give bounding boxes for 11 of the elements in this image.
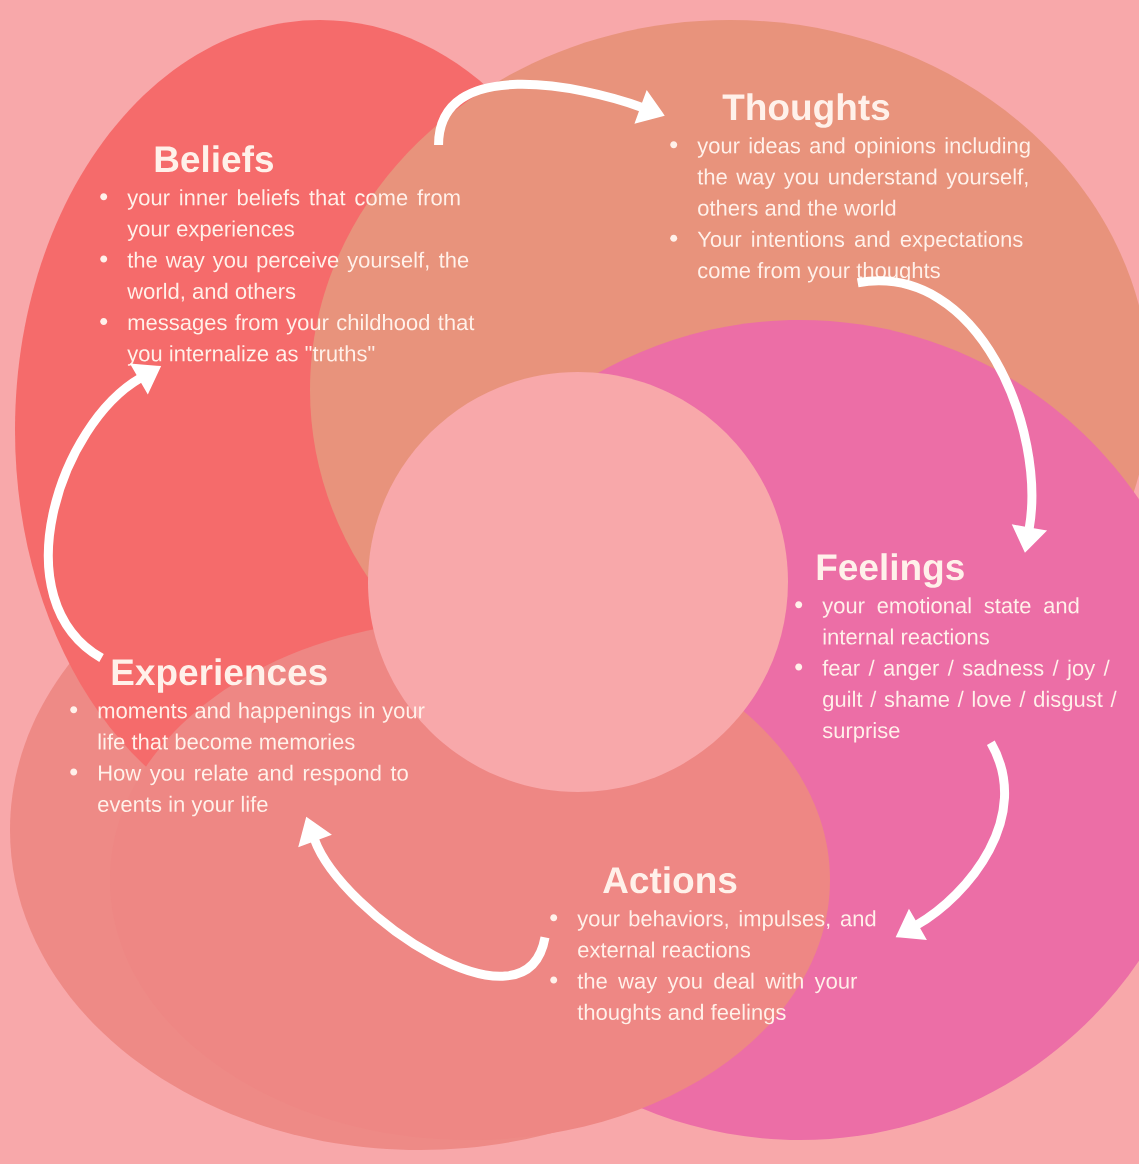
bullet-text: moments and happenings in your life that become memories [70,702,425,750]
heading: Thoughts [722,93,890,128]
bullet-text: your ideas and opinions including the way you understand yourself, others and the world [670,137,1030,216]
heading: Experiences [112,658,327,693]
heading: Beliefs [155,145,273,173]
bullet-text: messages from your childhood that you internalize as "truths" [100,314,475,366]
bullet-text: How you relate and respond to events in your life [70,764,408,817]
heading: Feelings [817,553,964,588]
bullet-text: the way you deal with your thoughts and feelings [550,972,858,1025]
bullet-text: fear / anger / sadness / joy / guilt / shame / love / disgust / surprise [795,659,1117,743]
heading: Actions [603,866,737,894]
